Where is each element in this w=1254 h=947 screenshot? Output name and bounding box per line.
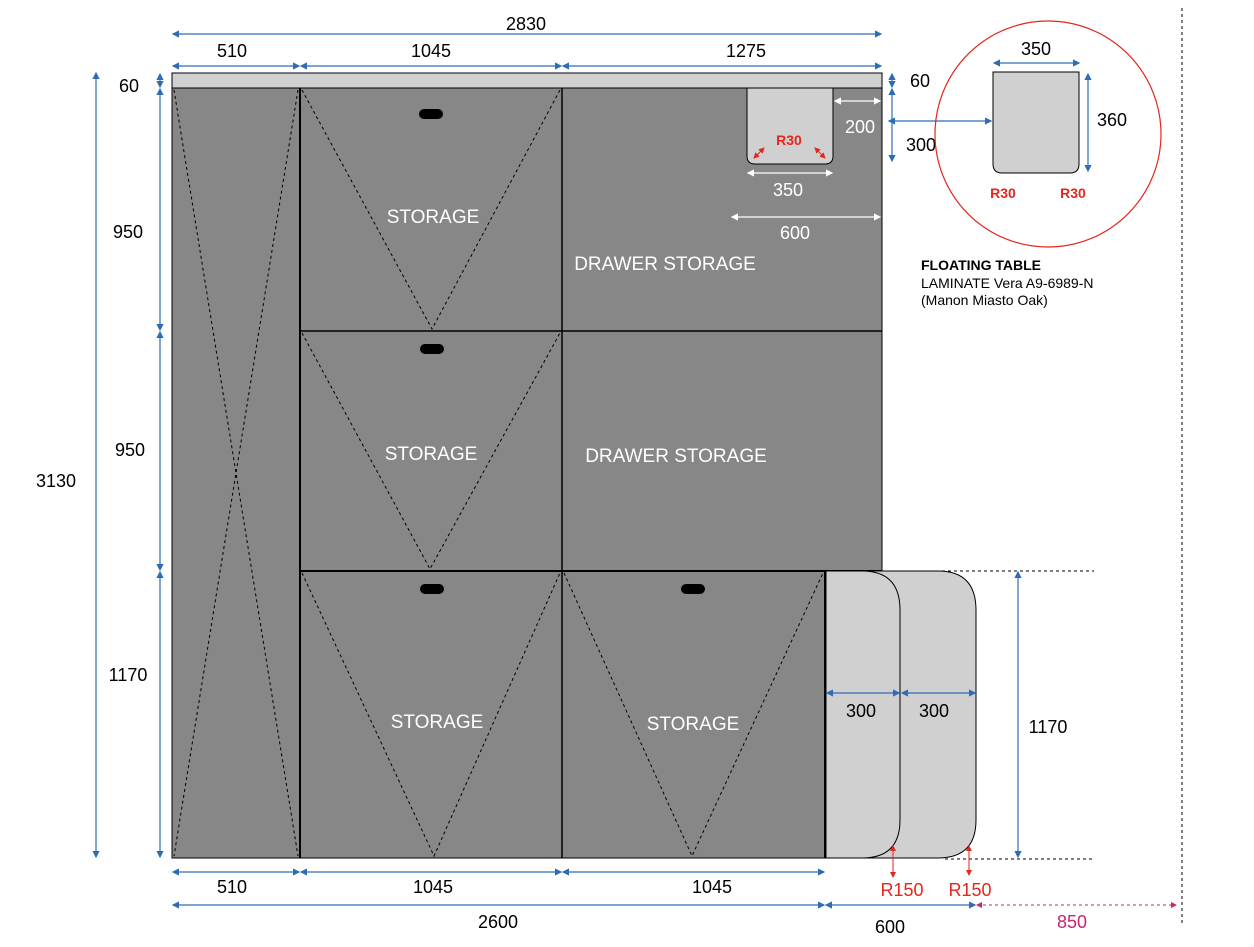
- dimension-label: 950: [115, 440, 145, 460]
- handle: [681, 584, 705, 594]
- dimension-label: 950: [113, 222, 143, 242]
- dimension-label: 600: [780, 223, 810, 243]
- dimension-label: 1045: [411, 41, 451, 61]
- dimension-label: 2830: [506, 14, 546, 34]
- dimension-label: 1045: [413, 877, 453, 897]
- dimension-label: R150: [948, 880, 991, 900]
- dimension-label: 1170: [109, 665, 148, 685]
- drawer-storage-label: DRAWER STORAGE: [585, 446, 767, 467]
- top-dimensions: 2830 510 1045 1275: [171, 14, 883, 70]
- dimension-label: 1275: [726, 41, 766, 61]
- handle: [420, 584, 444, 594]
- dimension-label: 350: [1021, 39, 1051, 59]
- table-cutout: [746, 87, 834, 165]
- storage-label: STORAGE: [387, 207, 480, 228]
- dimension-label: 510: [217, 877, 247, 897]
- top-slab: [171, 72, 883, 89]
- dimension-label: 300: [846, 701, 876, 721]
- dimension-label: R30: [776, 132, 802, 148]
- dimension-label: 200: [845, 117, 875, 137]
- storage-door-1-lines: [301, 89, 561, 331]
- floating-table-detail: 350 360 R30 R30 FLOATING TABLE LAMINATE …: [921, 20, 1162, 308]
- dimension-label: 2600: [478, 912, 518, 932]
- dimension-label: 300: [906, 135, 936, 155]
- dimension-label: 1170: [1029, 717, 1068, 737]
- dimension-label: 360: [1097, 110, 1127, 130]
- storage-door-3-lines: [301, 572, 561, 858]
- dimension-label: R30: [990, 185, 1016, 201]
- table-top-shape: [992, 71, 1080, 174]
- dimension-label: 60: [910, 71, 930, 91]
- handle: [420, 344, 444, 354]
- dimension-label: 350: [773, 180, 803, 200]
- drawer-storage-label: DRAWER STORAGE: [574, 254, 756, 275]
- dimension-label: 300: [919, 701, 949, 721]
- panel-dimensions: 300 300 1170 R150 R150: [825, 570, 1094, 900]
- dimension-label: 600: [875, 917, 905, 937]
- dimension-label: R150: [880, 880, 923, 900]
- storage-label: STORAGE: [647, 714, 740, 735]
- cabinet-body: [171, 87, 883, 859]
- detail-material: LAMINATE Vera A9-6989-N: [921, 275, 1093, 291]
- dimension-label: 3130: [36, 471, 76, 491]
- dimension-label: 510: [217, 41, 247, 61]
- dimension-label: 60: [119, 76, 139, 96]
- dimension-label: R30: [1060, 185, 1086, 201]
- side-panel-1: [825, 570, 901, 859]
- detail-title: FLOATING TABLE: [921, 257, 1041, 273]
- storage-door-4-lines: [563, 572, 824, 858]
- bottom-dimensions: 510 1045 1045 2600 600 850: [171, 8, 1183, 937]
- handle: [419, 109, 443, 119]
- dimension-label: 1045: [692, 877, 732, 897]
- storage-label: STORAGE: [385, 444, 478, 465]
- dimension-label: 850: [1057, 912, 1087, 932]
- left-dimensions: 3130 60 950 950 1170: [36, 71, 164, 859]
- cutout-dimensions: 200 350 600 R30 60 300: [730, 71, 993, 243]
- storage-label: STORAGE: [391, 712, 484, 733]
- detail-finish: (Manon Miasto Oak): [921, 292, 1048, 308]
